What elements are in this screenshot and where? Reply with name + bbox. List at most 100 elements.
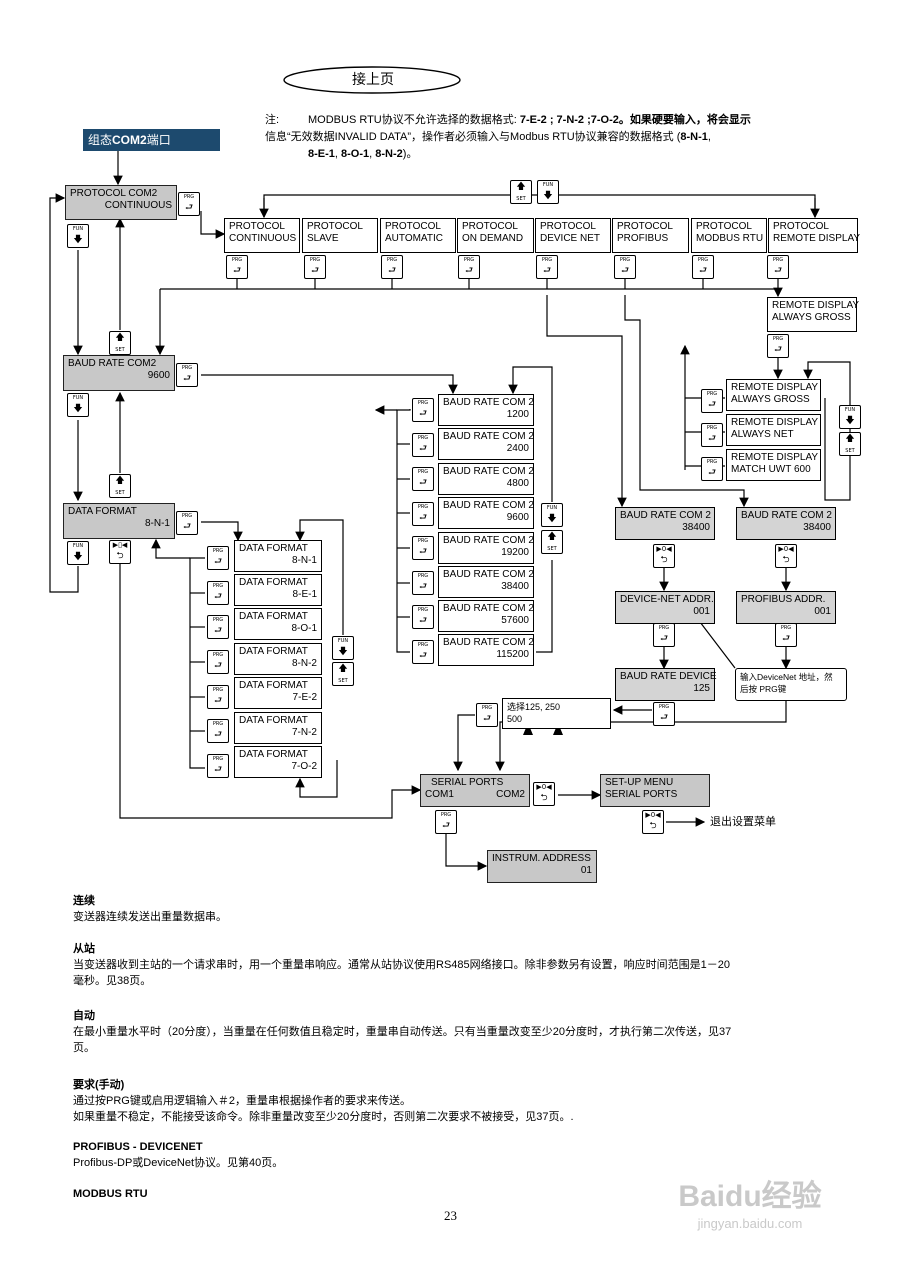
set-key[interactable]: SET🡅 — [109, 331, 131, 355]
enter-icon: ⮐ — [213, 730, 223, 740]
enter-icon: ⮐ — [418, 409, 428, 419]
prg-key[interactable]: PRG⮐ — [412, 640, 434, 664]
prg-key[interactable]: PRG⮐ — [207, 685, 229, 709]
enter-icon: ⮐ — [707, 400, 717, 410]
prg-key[interactable]: PRG⮐ — [692, 255, 714, 279]
prg-key[interactable]: PRG⮐ — [435, 810, 457, 834]
fun-key[interactable]: FUN🡇 — [332, 636, 354, 660]
loop-key[interactable]: ▶0◀⮌ — [533, 782, 555, 806]
prg-key[interactable]: PRG⮐ — [412, 536, 434, 560]
enter-icon: ⮐ — [387, 266, 397, 276]
prg-key[interactable]: PRG⮐ — [176, 363, 198, 387]
set-key[interactable]: SET🡅 — [510, 180, 532, 204]
set-key[interactable]: SET🡅 — [332, 662, 354, 686]
prg-key[interactable]: PRG⮐ — [412, 502, 434, 526]
fun-key[interactable]: FUN🡇 — [67, 393, 89, 417]
loop-key[interactable]: ▶0◀⮌ — [653, 544, 675, 568]
prg-key[interactable]: PRG⮐ — [412, 398, 434, 422]
prg-key[interactable]: PRG⮐ — [767, 334, 789, 358]
prg-key[interactable]: PRG⮐ — [178, 192, 200, 216]
prg-key[interactable]: PRG⮐ — [176, 511, 198, 535]
profibus-addr-box[interactable]: PROFIBUS ADDR.001 — [736, 591, 836, 624]
prg-key[interactable]: PRG⮐ — [701, 423, 723, 447]
prg-key[interactable]: PRG⮐ — [653, 623, 675, 647]
prg-key[interactable]: PRG⮐ — [207, 546, 229, 570]
section-automatic: 自动在最小重量水平时（20分度），当重量在任何数值且稳定时，重量串自动传送。只有… — [73, 1010, 732, 1054]
prg-key[interactable]: PRG⮐ — [775, 623, 797, 647]
prg-key[interactable]: PRG⮐ — [701, 457, 723, 481]
prg-key[interactable]: PRG⮐ — [412, 571, 434, 595]
prg-key[interactable]: PRG⮐ — [767, 255, 789, 279]
loop-key[interactable]: ▶0◀⮌ — [642, 810, 664, 834]
fun-key[interactable]: FUN🡇 — [537, 180, 559, 204]
prg-key[interactable]: PRG⮐ — [207, 650, 229, 674]
loop-key[interactable]: ▶▯◀⮌ — [109, 540, 131, 564]
prg-key[interactable]: PRG⮐ — [304, 255, 326, 279]
fun-key[interactable]: FUN🡇 — [67, 541, 89, 565]
prg-key[interactable]: PRG⮐ — [614, 255, 636, 279]
prg-key[interactable]: PRG⮐ — [458, 255, 480, 279]
prg-key[interactable]: PRG⮐ — [207, 615, 229, 639]
fun-key[interactable]: FUN🡇 — [541, 503, 563, 527]
fun-key[interactable]: FUN🡇 — [839, 405, 861, 429]
prg-key[interactable]: PRG⮐ — [412, 467, 434, 491]
prg-key[interactable]: PRG⮐ — [412, 605, 434, 629]
prg-key[interactable]: PRG⮐ — [207, 719, 229, 743]
fun-key[interactable]: FUN🡇 — [67, 224, 89, 248]
arrow-down-icon: 🡇 — [338, 647, 348, 657]
prg-key[interactable]: PRG⮐ — [381, 255, 403, 279]
prg-key[interactable]: PRG⮐ — [412, 433, 434, 457]
prg-key[interactable]: PRG⮐ — [207, 581, 229, 605]
prg-key[interactable]: PRG⮐ — [701, 389, 723, 413]
prg-key[interactable]: PRG⮐ — [653, 702, 675, 726]
prg-key[interactable]: PRG⮐ — [226, 255, 248, 279]
devnet-addr-box[interactable]: DEVICE-NET ADDR.001 — [615, 591, 715, 624]
section-modbus-rtu: MODBUS RTU — [73, 1188, 148, 1200]
prg-key[interactable]: PRG⮐ — [476, 703, 498, 727]
loop-key[interactable]: ▶0◀⮌ — [775, 544, 797, 568]
prg-key[interactable]: PRG⮐ — [536, 255, 558, 279]
set-key[interactable]: SET🡅 — [541, 530, 563, 554]
set-key[interactable]: SET🡅 — [109, 474, 131, 498]
prg-key[interactable]: PRG⮐ — [207, 754, 229, 778]
enter-icon: ⮐ — [182, 374, 192, 384]
set-key[interactable]: SET🡅 — [839, 432, 861, 456]
